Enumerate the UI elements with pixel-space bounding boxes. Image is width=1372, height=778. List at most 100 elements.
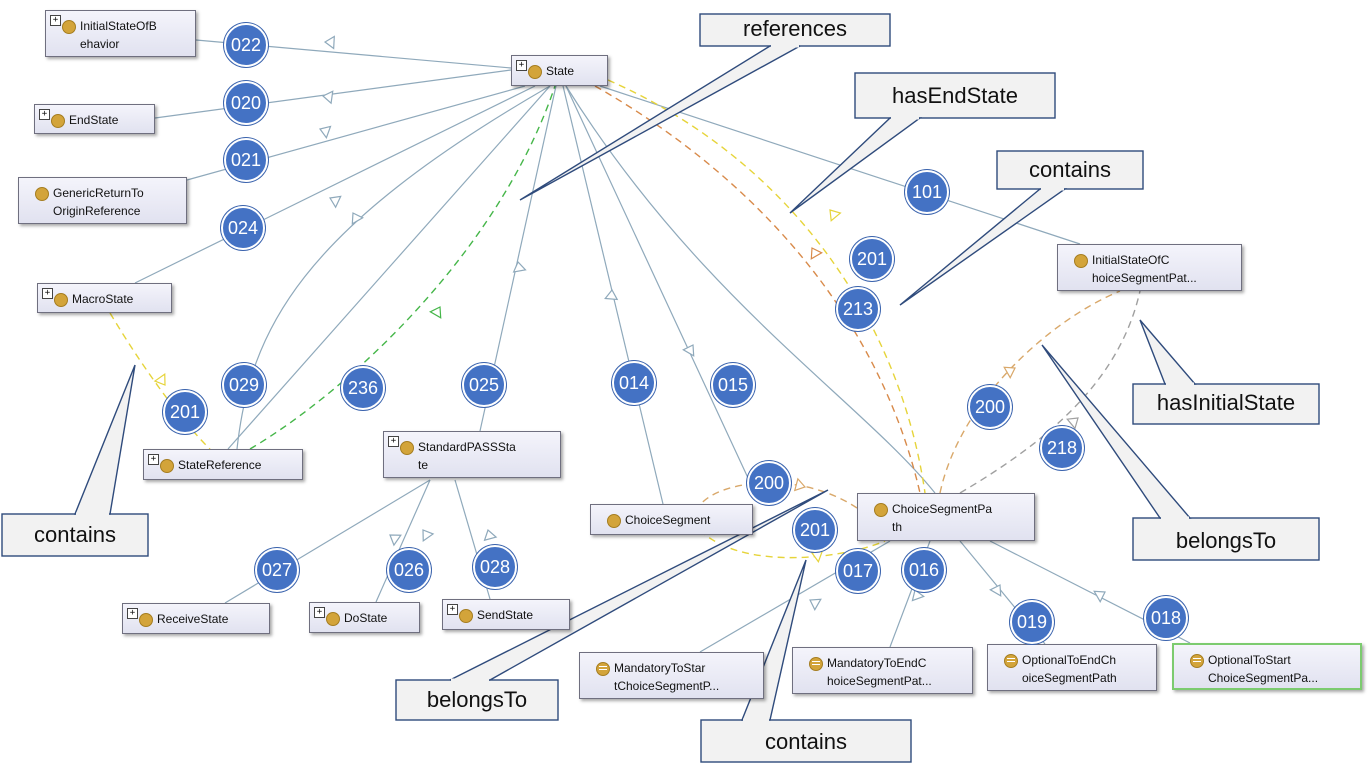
class-icon bbox=[459, 609, 473, 623]
expand-icon[interactable]: + bbox=[314, 607, 325, 618]
callout-box bbox=[700, 719, 912, 763]
node-label: OptionalToEndCh oiceSegmentPath bbox=[1022, 653, 1117, 685]
edge-arrowhead bbox=[1003, 366, 1016, 379]
expand-icon[interactable]: + bbox=[447, 604, 458, 615]
edge-badge[interactable]: 026 bbox=[387, 548, 431, 592]
node-label: StateReference bbox=[178, 458, 262, 472]
edge-badge[interactable]: 200 bbox=[968, 385, 1012, 429]
belongs-to-edge bbox=[939, 290, 1121, 494]
node-send-state[interactable]: + SendState bbox=[442, 599, 570, 630]
expand-icon[interactable]: + bbox=[516, 60, 527, 71]
edge-badge[interactable]: 027 bbox=[255, 548, 299, 592]
callout-box bbox=[1132, 517, 1320, 561]
node-optional-to-start-choice-segment-path[interactable]: OptionalToStart ChoiceSegmentPa... bbox=[1172, 643, 1362, 690]
edge-badge[interactable]: 213 bbox=[836, 287, 880, 331]
edge-arrowhead bbox=[153, 373, 166, 386]
callout-belongs-to-bottom: belongsTo bbox=[426, 687, 528, 712]
class-icon bbox=[1074, 254, 1088, 268]
edge-badge[interactable]: 028 bbox=[473, 545, 517, 589]
has-end-state-edge bbox=[594, 85, 921, 494]
edge-badge[interactable]: 201 bbox=[850, 237, 894, 281]
expand-icon[interactable]: + bbox=[388, 436, 399, 447]
edge-arrowhead bbox=[604, 288, 619, 301]
expand-icon[interactable]: + bbox=[50, 15, 61, 26]
node-standard-pass-state[interactable]: + StandardPASSSta te bbox=[383, 431, 561, 478]
edge-badge[interactable]: 014 bbox=[612, 361, 656, 405]
edge-badge[interactable]: 201 bbox=[793, 508, 837, 552]
node-label: DoState bbox=[344, 611, 388, 625]
node-initial-state-of-choice-segment-path[interactable]: InitialStateOfC hoiceSegmentPat... bbox=[1057, 244, 1242, 291]
expand-icon[interactable]: + bbox=[42, 288, 53, 299]
node-mandatory-to-end-choice-segment-path[interactable]: MandatoryToEndC hoiceSegmentPat... bbox=[792, 647, 973, 694]
contains-edge bbox=[607, 79, 926, 494]
node-state-reference[interactable]: + StateReference bbox=[143, 449, 303, 480]
edge-badge[interactable]: 024 bbox=[221, 206, 265, 250]
node-label: SendState bbox=[477, 608, 534, 622]
edge-badge[interactable]: 101 bbox=[905, 170, 949, 214]
edge-badge[interactable]: 029 bbox=[222, 363, 266, 407]
node-initial-state-of-behavior[interactable]: + InitialStateOfB ehavior bbox=[45, 10, 196, 57]
edge-arrowhead bbox=[809, 598, 822, 611]
node-optional-to-end-choice-segment-path[interactable]: OptionalToEndCh oiceSegmentPath bbox=[987, 644, 1157, 691]
class-icon bbox=[35, 187, 49, 201]
edge-arrowhead bbox=[429, 306, 442, 319]
subclass-edge bbox=[227, 85, 551, 450]
edge-arrowhead bbox=[829, 209, 842, 222]
node-end-state[interactable]: + EndState bbox=[34, 104, 155, 134]
callout-pointer bbox=[1139, 319, 1197, 385]
edge-badge[interactable]: 016 bbox=[902, 548, 946, 592]
node-label: ReceiveState bbox=[157, 612, 229, 626]
expand-icon[interactable]: + bbox=[148, 454, 159, 465]
edge-badge[interactable]: 022 bbox=[224, 23, 268, 67]
callout-box bbox=[1132, 383, 1320, 425]
edge-arrowhead bbox=[329, 195, 342, 209]
edge-badge[interactable]: 018 bbox=[1144, 596, 1188, 640]
has-initial-state-edge bbox=[959, 290, 1141, 494]
subclass-edge bbox=[375, 479, 431, 603]
node-choice-segment-path[interactable]: ChoiceSegmentPa th bbox=[857, 493, 1035, 541]
edge-badge[interactable]: 025 bbox=[462, 363, 506, 407]
node-do-state[interactable]: + DoState bbox=[309, 602, 420, 633]
individual-icon bbox=[1004, 654, 1018, 668]
class-icon bbox=[62, 20, 76, 34]
contains-edge bbox=[109, 312, 211, 450]
class-icon bbox=[160, 459, 174, 473]
class-icon bbox=[528, 65, 542, 79]
edge-badge[interactable]: 017 bbox=[836, 549, 880, 593]
edge-badge[interactable]: 218 bbox=[1040, 426, 1084, 470]
subclass-edge bbox=[565, 85, 936, 494]
node-state[interactable]: + State bbox=[511, 55, 608, 86]
callout-references: references bbox=[743, 16, 847, 41]
edge-arrowhead bbox=[389, 534, 402, 547]
edge-arrowhead bbox=[512, 260, 527, 273]
node-choice-segment[interactable]: ChoiceSegment bbox=[590, 504, 753, 535]
node-macro-state[interactable]: + MacroState bbox=[37, 283, 172, 313]
expand-icon[interactable]: + bbox=[127, 608, 138, 619]
subclass-edge bbox=[134, 85, 536, 284]
individual-icon bbox=[596, 662, 610, 676]
node-mandatory-to-start-choice-segment-path[interactable]: MandatoryToStar tChoiceSegmentP... bbox=[579, 652, 764, 699]
edge-badge[interactable]: 020 bbox=[224, 81, 268, 125]
edge-badge[interactable]: 200 bbox=[747, 461, 791, 505]
node-receive-state[interactable]: + ReceiveState bbox=[122, 603, 270, 634]
edge-badge[interactable]: 019 bbox=[1010, 600, 1054, 644]
callout-box bbox=[854, 72, 1056, 119]
callout-box bbox=[699, 13, 891, 47]
edge-arrowhead bbox=[1066, 417, 1079, 430]
callout-belongs-to-right: belongsTo bbox=[1175, 528, 1277, 553]
expand-icon[interactable]: + bbox=[39, 109, 50, 120]
edge-badge[interactable]: 021 bbox=[224, 138, 268, 182]
edge-arrowhead bbox=[810, 549, 824, 563]
edge-arrowhead bbox=[321, 90, 334, 105]
node-label: ChoiceSegment bbox=[625, 513, 711, 527]
node-generic-return-to-origin-reference[interactable]: GenericReturnTo OriginReference bbox=[18, 177, 187, 224]
edge-badge[interactable]: 201 bbox=[163, 390, 207, 434]
node-label: MandatoryToStar tChoiceSegmentP... bbox=[614, 661, 720, 693]
edge-badge[interactable]: 015 bbox=[711, 363, 755, 407]
node-label: GenericReturnTo OriginReference bbox=[53, 186, 144, 218]
edge-badge[interactable]: 236 bbox=[341, 366, 385, 410]
callout-contains-left: contains bbox=[34, 522, 116, 547]
edge-arrowhead bbox=[682, 344, 695, 357]
